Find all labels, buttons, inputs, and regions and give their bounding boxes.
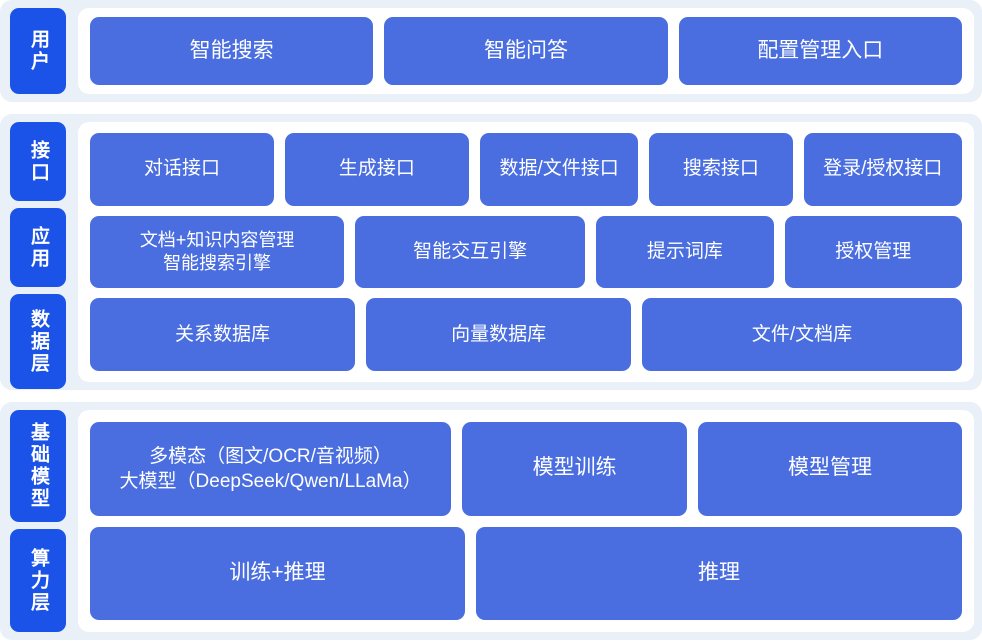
box-generate-api[interactable]: 生成接口 bbox=[284, 133, 469, 206]
row-api: 对话接口 生成接口 数据/文件接口 搜索接口 登录/授权接口 bbox=[90, 133, 962, 206]
box-model-training[interactable]: 模型训练 bbox=[462, 422, 688, 516]
box-authorization-mgmt[interactable]: 授权管理 bbox=[784, 215, 962, 289]
box-file-doc-store[interactable]: 文件/文档库 bbox=[642, 298, 962, 372]
rail-middle: 接口 应用 数据层 bbox=[10, 122, 66, 389]
rail-label-app: 应用 bbox=[10, 208, 66, 287]
panel-middle: 对话接口 生成接口 数据/文件接口 搜索接口 登录/授权接口 文档+知识内容管理… bbox=[78, 122, 974, 382]
section-user: 用户 智能搜索 智能问答 配置管理入口 bbox=[0, 0, 982, 102]
rail-label-api: 接口 bbox=[10, 122, 66, 201]
row-compute: 训练+推理 推理 bbox=[90, 526, 962, 620]
box-relational-db[interactable]: 关系数据库 bbox=[90, 298, 356, 372]
box-multimodal-llm[interactable]: 多模态（图文/OCR/音视频） 大模型（DeepSeek/Qwen/LLaMa） bbox=[90, 422, 452, 516]
box-interaction-engine[interactable]: 智能交互引擎 bbox=[355, 215, 586, 289]
box-doc-knowledge-mgmt[interactable]: 文档+知识内容管理 智能搜索引擎 bbox=[90, 215, 345, 289]
rail-label-data: 数据层 bbox=[10, 294, 66, 389]
box-search-api[interactable]: 搜索接口 bbox=[649, 133, 793, 206]
panel-user: 智能搜索 智能问答 配置管理入口 bbox=[78, 8, 974, 94]
box-model-management[interactable]: 模型管理 bbox=[698, 422, 962, 516]
box-dialog-api[interactable]: 对话接口 bbox=[90, 133, 274, 206]
rail-label-compute: 算力层 bbox=[10, 529, 66, 632]
rail-foundation: 基础模型 算力层 bbox=[10, 410, 66, 632]
section-foundation: 基础模型 算力层 多模态（图文/OCR/音视频） 大模型（DeepSeek/Qw… bbox=[0, 402, 982, 640]
rail-label-foundation-model: 基础模型 bbox=[10, 410, 66, 522]
rail-label-user: 用户 bbox=[10, 8, 66, 94]
section-middle: 接口 应用 数据层 对话接口 生成接口 数据/文件接口 搜索接口 登录/授权接口… bbox=[0, 114, 982, 390]
row-app: 文档+知识内容管理 智能搜索引擎 智能交互引擎 提示词库 授权管理 bbox=[90, 215, 962, 289]
box-smart-qa[interactable]: 智能问答 bbox=[384, 17, 668, 85]
box-smart-search[interactable]: 智能搜索 bbox=[90, 17, 374, 85]
box-login-auth-api[interactable]: 登录/授权接口 bbox=[803, 133, 962, 206]
box-prompt-library[interactable]: 提示词库 bbox=[596, 215, 774, 289]
rail-user: 用户 bbox=[10, 8, 66, 94]
box-config-entry[interactable]: 配置管理入口 bbox=[678, 17, 962, 85]
box-infer[interactable]: 推理 bbox=[475, 526, 962, 620]
row-foundation-model: 多模态（图文/OCR/音视频） 大模型（DeepSeek/Qwen/LLaMa）… bbox=[90, 422, 962, 516]
box-vector-db[interactable]: 向量数据库 bbox=[366, 298, 632, 372]
box-data-file-api[interactable]: 数据/文件接口 bbox=[479, 133, 639, 206]
row-user: 智能搜索 智能问答 配置管理入口 bbox=[90, 17, 962, 85]
panel-foundation: 多模态（图文/OCR/音视频） 大模型（DeepSeek/Qwen/LLaMa）… bbox=[78, 410, 974, 632]
row-data: 关系数据库 向量数据库 文件/文档库 bbox=[90, 298, 962, 372]
box-train-infer[interactable]: 训练+推理 bbox=[90, 526, 465, 620]
